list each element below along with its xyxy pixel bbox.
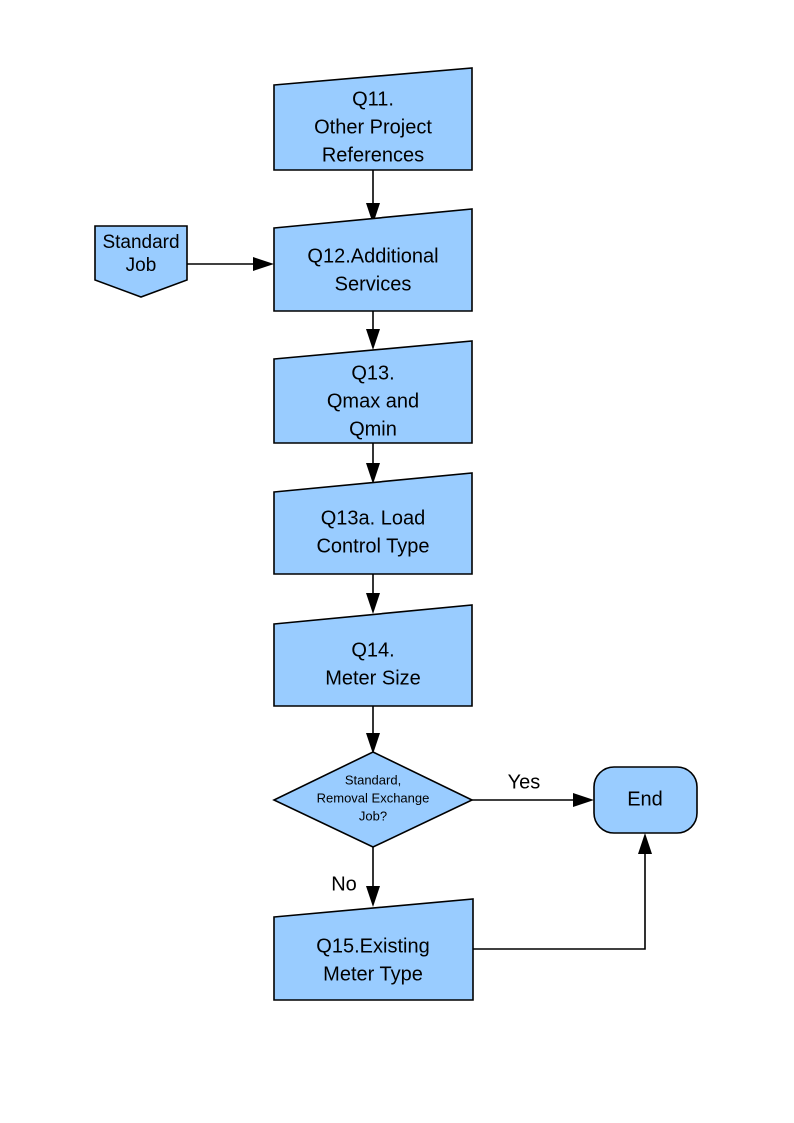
node-decision-line1: Standard, [345,772,401,787]
node-q15-line1: Q15.Existing [316,935,429,957]
edge-q12-to-q13 [366,311,380,350]
node-q11-line2: Other Project [314,116,432,138]
node-q15-line2: Meter Type [323,963,423,985]
node-standard-job-line2: Job [126,255,157,276]
node-standard-job[interactable]: Standard Job [94,225,188,298]
node-q13-shape[interactable] [273,340,473,444]
node-q13a-line1: Q13a. Load [321,507,426,529]
node-q11[interactable]: Q11. Other Project References [273,67,473,171]
edge-line [473,845,646,950]
node-q13-line1: Q13. [351,362,394,384]
node-q13[interactable]: Q13. Qmax and Qmin [273,340,473,444]
node-decision-line2: Removal Exchange [317,790,430,805]
arrowhead-icon [253,257,274,271]
node-q14-line2: Meter Size [325,667,421,689]
edge-q13-to-q13a [366,443,380,484]
node-standard-job-shape[interactable] [94,225,188,298]
node-q12-line1: Q12.Additional [307,245,438,267]
node-q12-line2: Services [335,273,412,295]
node-q11-line3: References [322,144,424,166]
edge-decision-to-q15-no: No [331,847,380,907]
node-q14-shape[interactable] [273,604,473,707]
edge-decision-to-end-yes: Yes [472,771,594,807]
arrowhead-icon [366,886,380,907]
arrowhead-icon [638,833,652,854]
node-q13a-shape[interactable] [273,472,473,575]
edge-q14-to-decision [366,706,380,754]
edge-label-yes: Yes [508,771,541,793]
node-q14-line1: Q14. [351,639,394,661]
edge-label-no: No [331,873,357,895]
node-q15-shape[interactable] [273,898,474,1001]
node-standard-job-line1: Standard [102,232,179,253]
node-end-shape[interactable] [593,766,698,834]
node-end[interactable]: End [593,766,698,834]
arrowhead-icon [366,203,380,224]
node-decision-line3: Job? [359,808,387,823]
edge-standardjob-to-q12 [187,257,274,271]
edge-q13a-to-q14 [366,574,380,614]
edge-q11-to-q12 [366,170,380,224]
node-q11-line1: Q11. [352,88,394,110]
node-decision-standard-removal-exchange[interactable]: Standard, Removal Exchange Job? [272,751,474,848]
node-q13-line3: Qmin [349,418,397,440]
node-end-label: End [627,788,663,810]
node-q12[interactable]: Q12.Additional Services [273,208,473,312]
node-q15[interactable]: Q15.Existing Meter Type [273,898,474,1001]
arrowhead-icon [366,733,380,754]
node-decision-shape[interactable] [272,751,474,848]
arrowhead-icon [366,593,380,614]
node-q14[interactable]: Q14. Meter Size [273,604,473,707]
edge-q15-to-end [473,833,652,950]
arrowhead-icon [366,463,380,484]
node-q11-shape[interactable] [273,67,473,171]
node-q13-line2: Qmax and [327,390,419,412]
arrowhead-icon [366,329,380,350]
node-q12-shape[interactable] [273,208,473,312]
node-q13a-line2: Control Type [316,535,429,557]
node-q13a[interactable]: Q13a. Load Control Type [273,472,473,575]
arrowhead-icon [573,793,594,807]
